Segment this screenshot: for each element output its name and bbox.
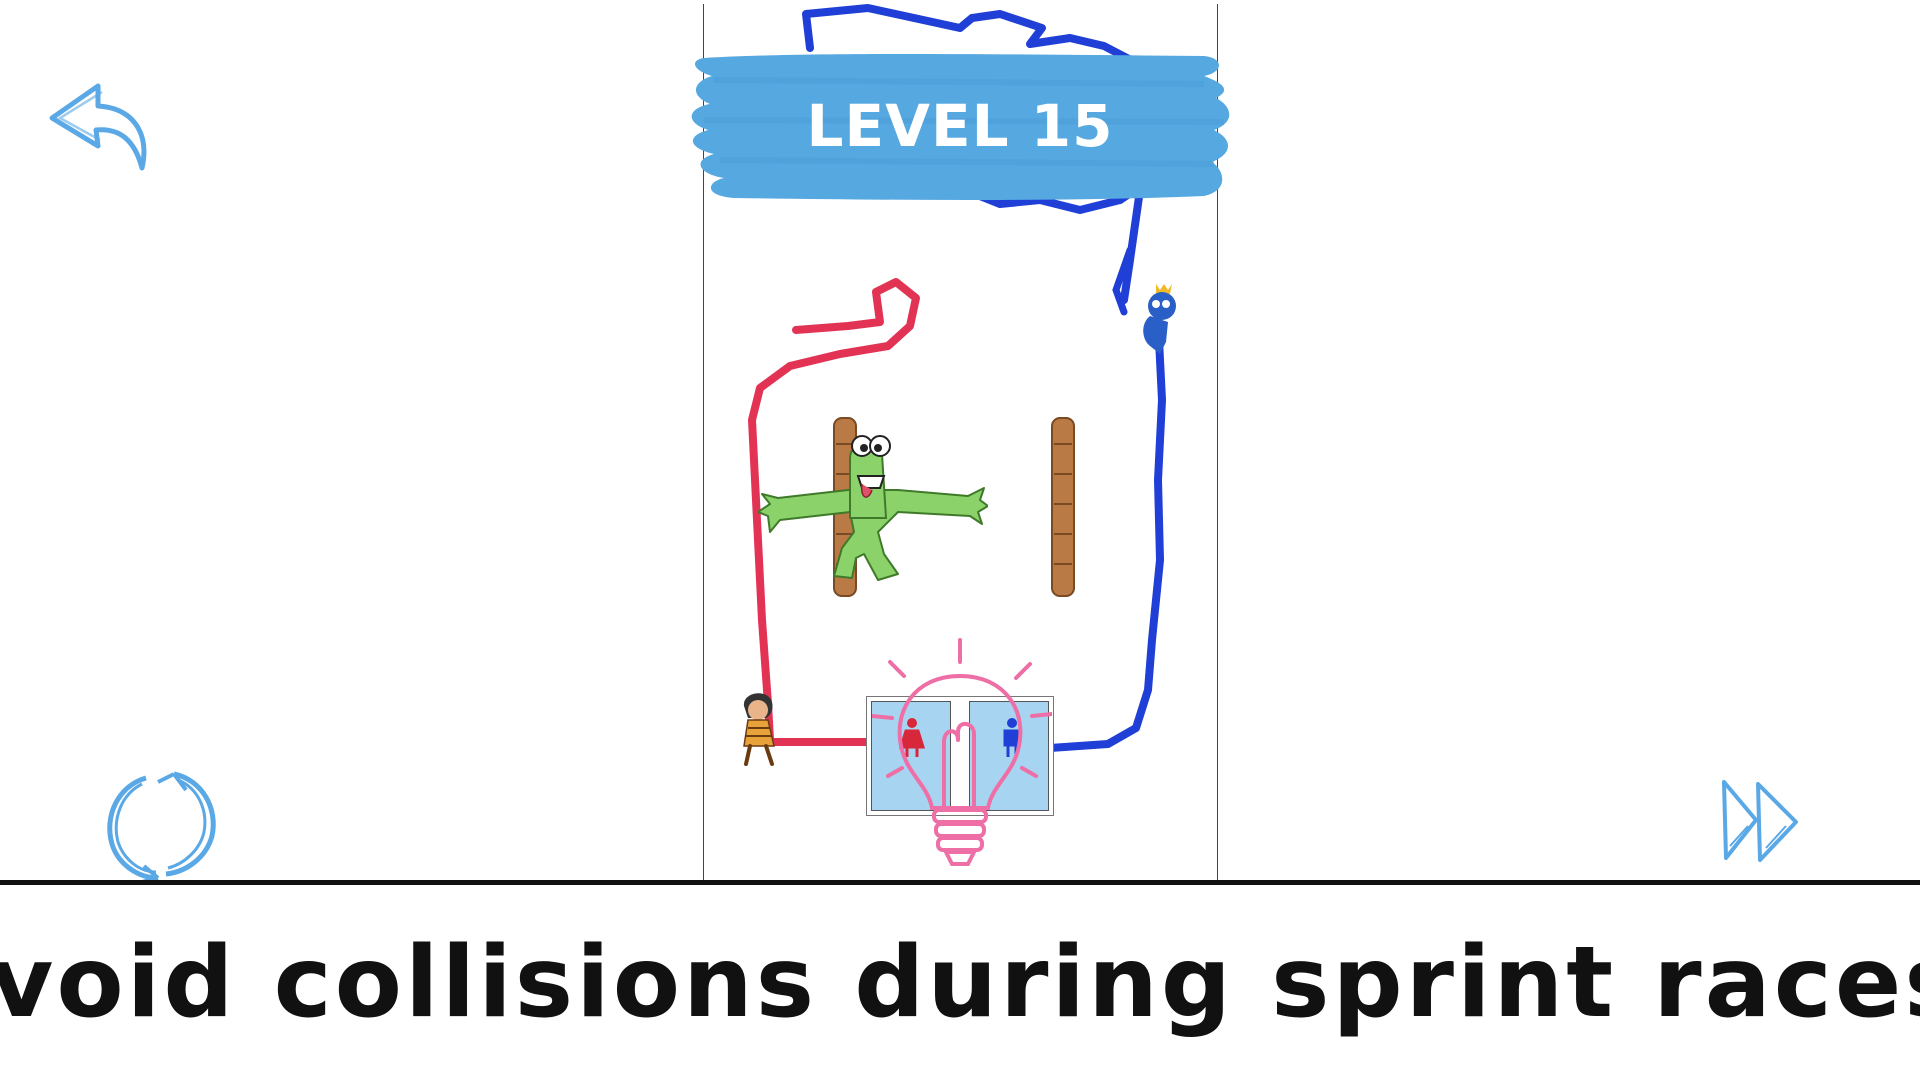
restart-button[interactable]: [98, 768, 222, 884]
lightbulb-icon: [872, 638, 1052, 866]
restroom-doors: [866, 696, 1054, 816]
play-area-right-border: [1217, 4, 1218, 881]
restart-icon: [107, 771, 216, 884]
girl-character: [743, 693, 775, 766]
skip-icon: [1722, 780, 1798, 862]
skip-level-button[interactable]: [1718, 776, 1802, 862]
caption-divider: [0, 880, 1920, 885]
level-title: LEVEL 15: [806, 92, 1114, 160]
women-restroom-icon: [898, 718, 926, 757]
log-wall-right: [1051, 417, 1075, 597]
caption-text: Avoid collisions during sprint races.: [0, 925, 1920, 1040]
green-monster-enemy: [758, 435, 988, 581]
back-arrow-icon: [49, 83, 147, 171]
back-button[interactable]: [46, 76, 156, 176]
blue-path: [1014, 316, 1166, 754]
hint-button[interactable]: [872, 636, 1052, 872]
level-banner: LEVEL 15: [684, 50, 1236, 202]
blue-character: [1143, 284, 1176, 354]
game-stage: LEVEL 15: [46, 4, 1802, 884]
play-area-left-border: [703, 4, 704, 881]
